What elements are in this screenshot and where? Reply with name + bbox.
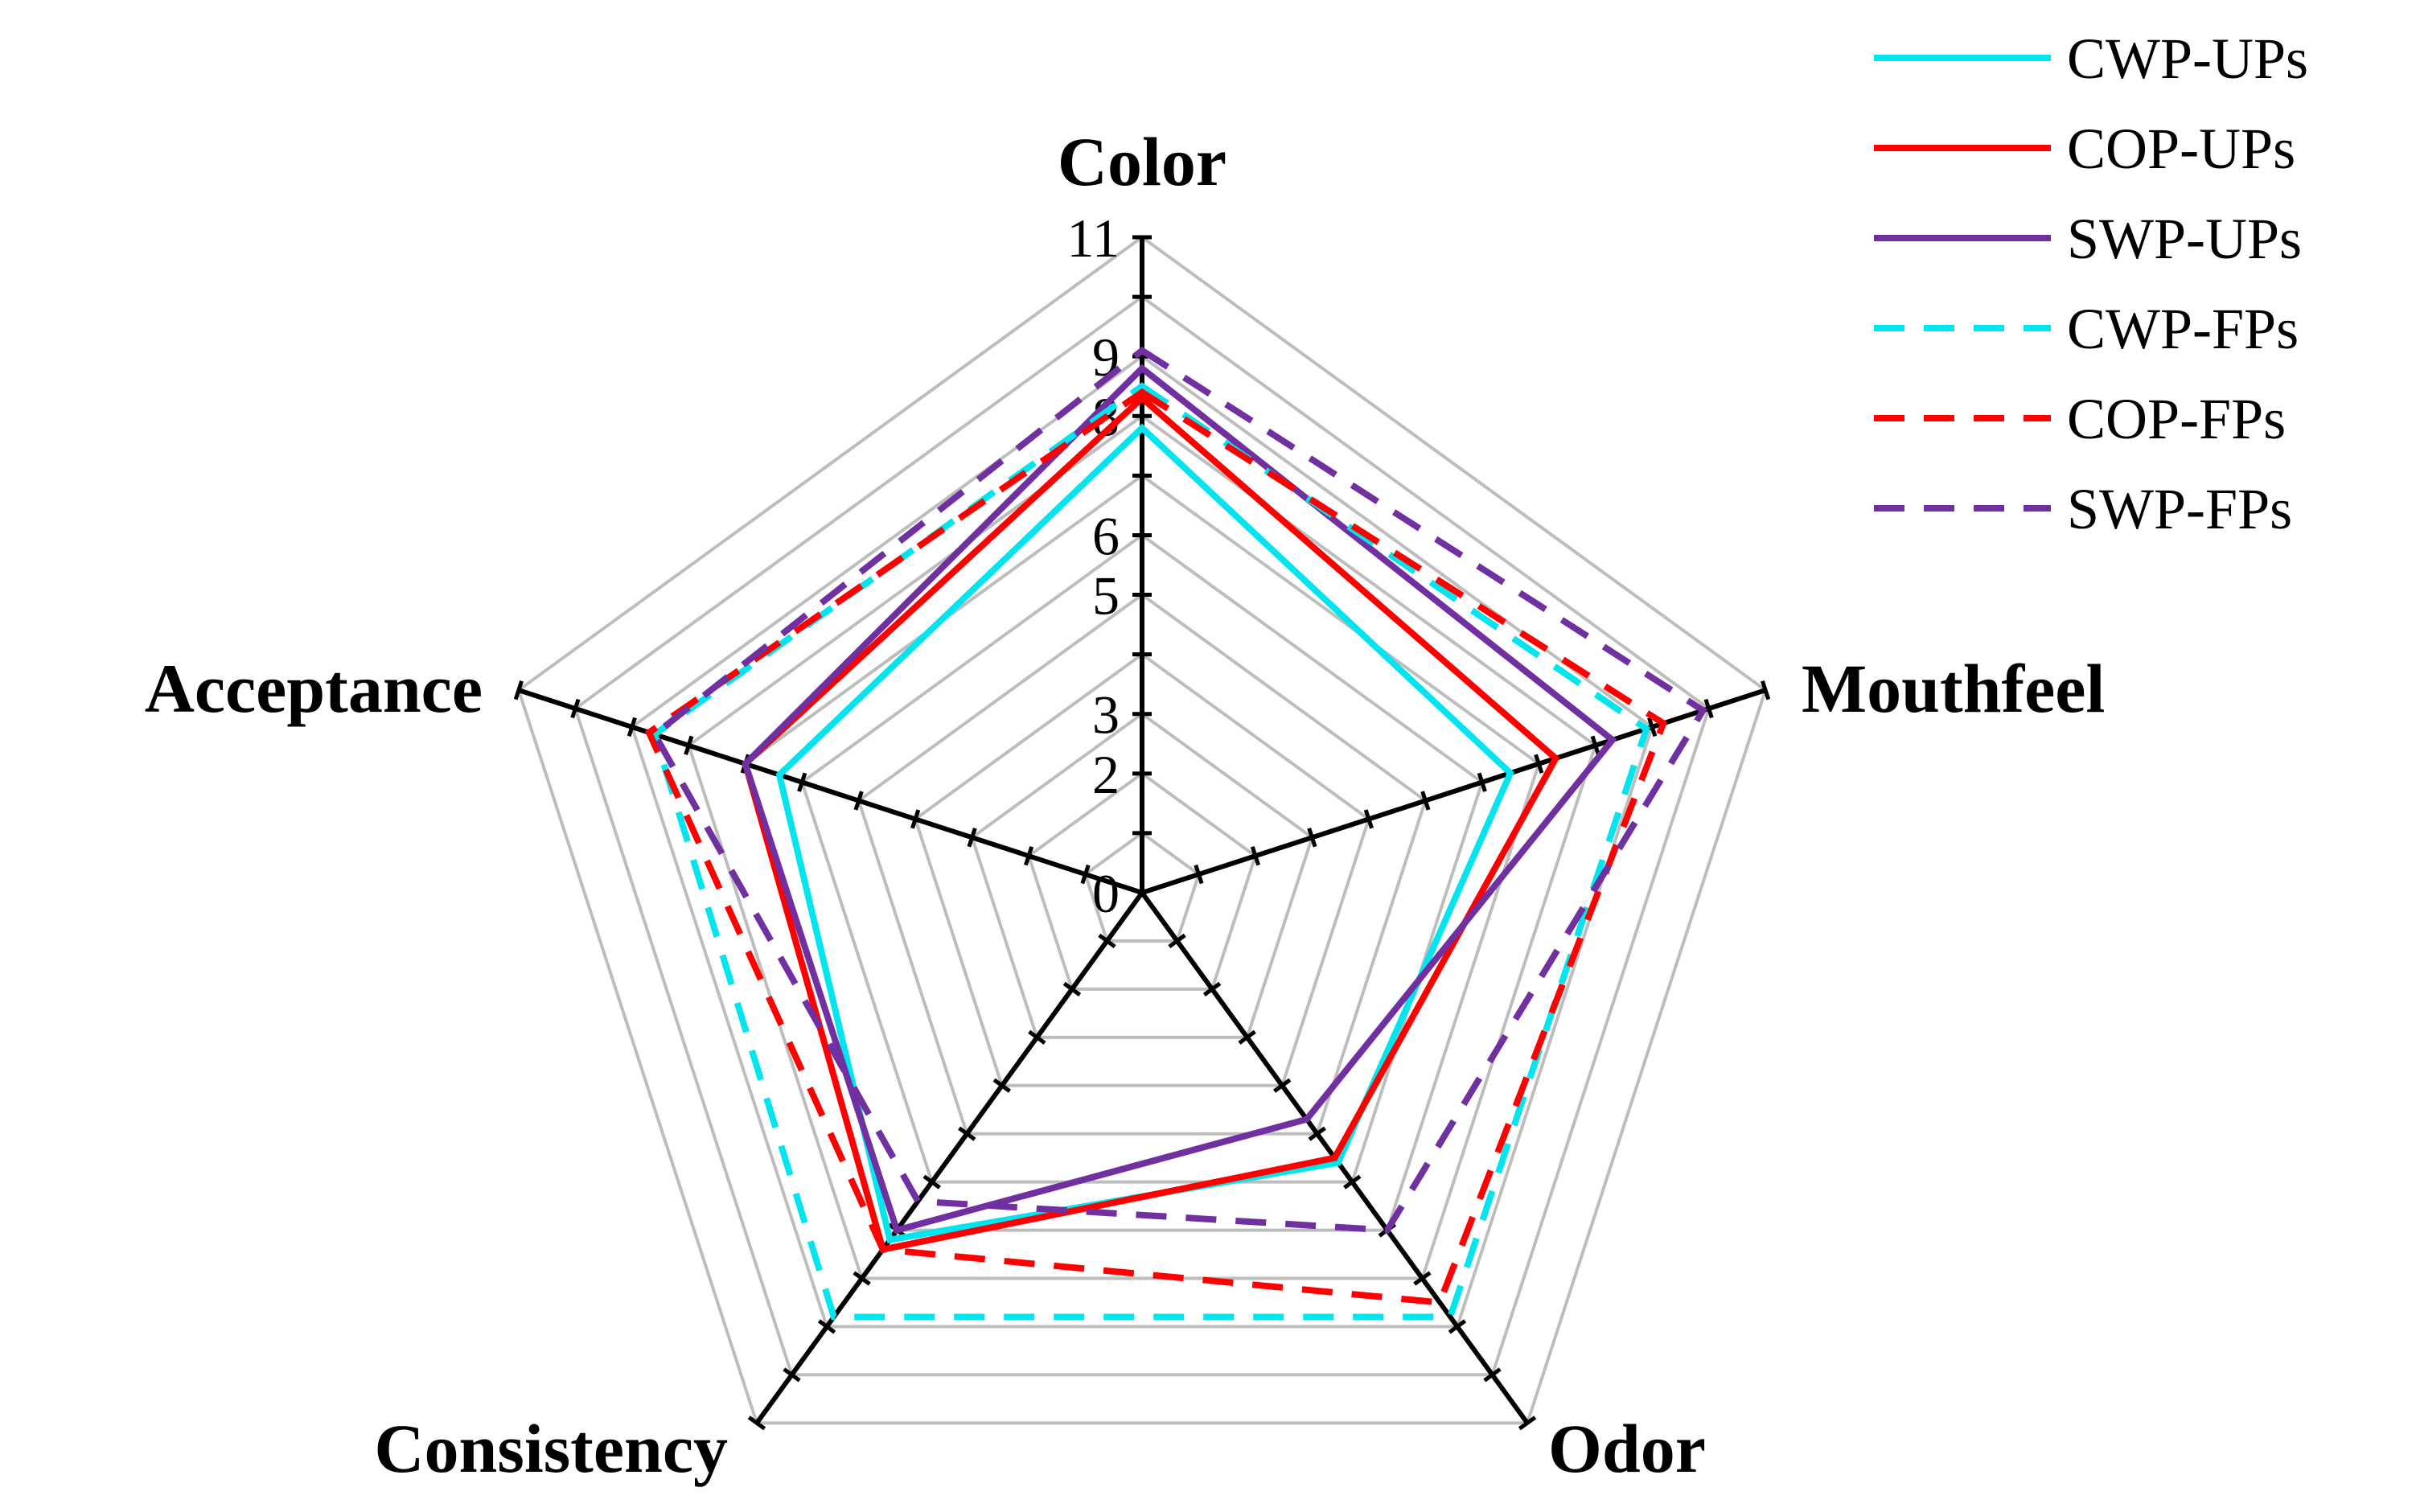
- axis-title-consistency: Consistency: [374, 1410, 728, 1487]
- tick-mark: [1477, 772, 1487, 792]
- grid-ring: [970, 712, 1314, 1039]
- tick-mark: [570, 698, 581, 719]
- tick-mark: [1534, 754, 1544, 774]
- grid-ring: [743, 473, 1541, 1232]
- tick-mark: [1023, 846, 1034, 866]
- legend: CWP-UPsCOP-UPsSWP-UPsCWP-FPsCOP-FPsSWP-F…: [1874, 27, 2308, 541]
- tick-mark: [992, 1078, 1011, 1093]
- tick-mark: [1202, 981, 1222, 996]
- grid-ring: [573, 294, 1711, 1377]
- tick-mark: [817, 1319, 836, 1334]
- tick-mark: [1343, 1174, 1362, 1189]
- tick-mark: [684, 735, 694, 756]
- tick-mark: [1363, 809, 1374, 829]
- tick-label: 6: [1092, 505, 1120, 566]
- tick-mark: [1028, 1029, 1046, 1045]
- tick-mark: [1483, 1367, 1502, 1383]
- tick-mark: [1703, 698, 1714, 719]
- axis-title-acceptance: Acceptance: [145, 650, 483, 727]
- axis-title-color: Color: [1058, 123, 1226, 200]
- tick-mark: [958, 1126, 976, 1141]
- legend-label: CWP-UPs: [2067, 27, 2308, 91]
- grid-ring: [1026, 771, 1258, 991]
- tick-mark: [1307, 828, 1317, 848]
- tick-label: 0: [1092, 863, 1120, 924]
- axis-title-odor: Odor: [1548, 1410, 1706, 1487]
- tick-mark: [1273, 1078, 1292, 1093]
- tick-mark: [1420, 791, 1431, 811]
- tick-mark: [1590, 735, 1600, 756]
- tick-mark: [1250, 846, 1261, 866]
- tick-mark: [1080, 864, 1091, 885]
- tick-label: 3: [1092, 684, 1120, 746]
- tick-label: 5: [1092, 565, 1120, 627]
- series-cwp-fps: [651, 382, 1650, 1321]
- series-cop-ups: [742, 393, 1560, 1254]
- legend-label: CWP-FPs: [2067, 297, 2299, 361]
- legend-label: COP-FPs: [2067, 387, 2286, 451]
- radar-tick-marks: [513, 235, 1771, 1431]
- tick-mark: [1062, 981, 1082, 996]
- tick-mark: [853, 1271, 871, 1286]
- tick-mark: [1413, 1271, 1432, 1286]
- axis-title-mouthfeel: Mouthfeel: [1802, 650, 2105, 727]
- tick-mark: [1308, 1126, 1326, 1141]
- axis-spoke-acceptance: [517, 688, 1143, 895]
- tick-mark: [1194, 864, 1204, 885]
- tick-mark: [1238, 1029, 1256, 1045]
- series-swp-fps: [650, 346, 1708, 1234]
- tick-mark: [1647, 717, 1658, 738]
- radar-series: [644, 346, 1708, 1321]
- tick-label: 11: [1067, 207, 1120, 269]
- tick-mark: [783, 1367, 801, 1383]
- axis-spoke-consistency: [754, 891, 1144, 1425]
- tick-mark: [922, 1174, 941, 1189]
- tick-mark: [513, 680, 524, 701]
- legend-label: SWP-UPs: [2067, 207, 2302, 271]
- series-cop-fps: [644, 388, 1668, 1306]
- legend-label: SWP-FPs: [2067, 477, 2292, 541]
- tick-mark: [1761, 680, 1771, 701]
- tick-mark: [853, 791, 864, 811]
- radar-grid: [516, 235, 1768, 1425]
- tick-mark: [1098, 933, 1116, 949]
- tick-mark: [747, 1415, 766, 1431]
- tick-mark: [910, 809, 921, 829]
- series-swp-ups: [742, 364, 1617, 1235]
- tick-mark: [1168, 933, 1186, 949]
- legend-label: COP-UPs: [2067, 117, 2295, 181]
- tick-mark: [627, 717, 637, 738]
- grid-ring: [516, 235, 1768, 1425]
- tick-mark: [1518, 1415, 1537, 1431]
- tick-mark: [797, 772, 807, 792]
- grid-ring: [686, 413, 1598, 1280]
- grid-ring: [913, 652, 1371, 1087]
- grid-ring: [857, 593, 1428, 1136]
- grid-ring: [1083, 831, 1201, 943]
- tick-mark: [967, 828, 977, 848]
- grid-ring: [799, 532, 1485, 1184]
- tick-label: 2: [1092, 744, 1120, 805]
- tick-mark: [1448, 1319, 1467, 1334]
